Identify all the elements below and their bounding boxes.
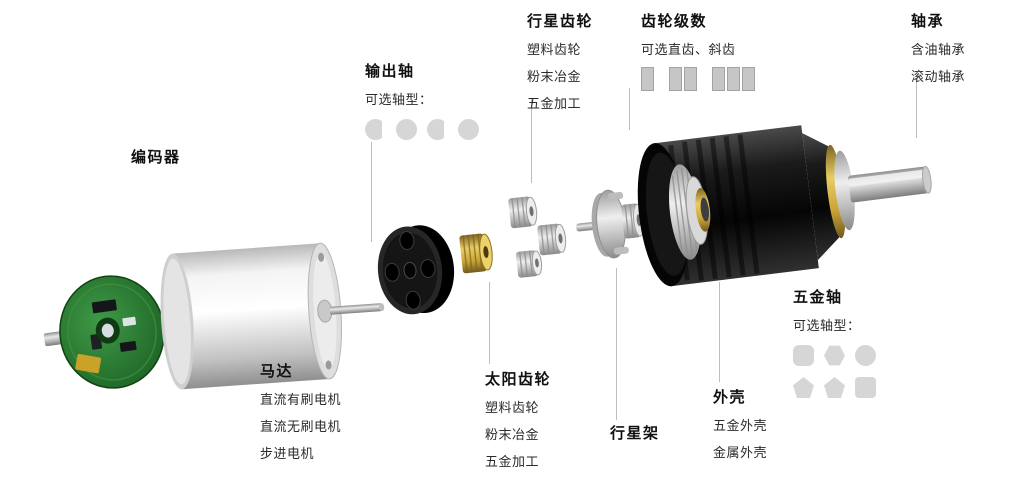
rounded-square-shaft-shape-icon [793,345,814,366]
sun-gear-option: 五金加工 [485,455,540,470]
gear-stage-rect [712,67,725,91]
circle-shaft-shape-icon [458,119,479,140]
planet-gear-option: 五金加工 [527,97,582,112]
square-shaft-shape-icon [855,377,876,398]
pentagon-shaft-shape-icon [824,377,845,398]
callout-sun-gear: 太阳齿轮 塑料齿轮 粉末冶金 五金加工 [485,368,551,470]
output-shaft-part [848,165,932,203]
gear-stage-3-icon [712,67,757,91]
gear-stage-rect [727,67,740,91]
leader-line-gear-stages [629,88,630,130]
sun-gear-label: 太阳齿轮 [485,370,552,388]
metal-shaft-shape-icons-row1 [793,345,886,366]
callout-planet-gear: 行星齿轮 塑料齿轮 粉末冶金 五金加工 [527,10,593,112]
planet-gear-label: 行星齿轮 [527,12,594,30]
d-round-shaft-shape-icon [365,119,387,140]
gear-stage-rect [742,67,755,91]
callout-planet-carrier: 行星架 [610,422,660,443]
housing-label: 外壳 [713,388,747,406]
callout-bearing: 轴承 含油轴承 滚动轴承 [911,10,965,85]
gear-stages-label: 齿轮级数 [641,12,708,30]
callout-metal-shaft: 五金轴 可选轴型： [793,286,886,398]
leader-line-planet-gear [531,98,532,183]
callout-encoder: 编码器 [131,146,181,167]
planet-carrier-label: 行星架 [610,424,660,442]
motor-option: 步进电机 [260,447,315,462]
callout-gear-stages: 齿轮级数 可选直齿、斜齿 [641,10,770,91]
leader-line-bearing [916,78,917,138]
planet-gears-part [508,196,567,278]
motor-label: 马达 [260,362,294,380]
sun-gear-option: 塑料齿轮 [485,401,540,416]
callout-motor: 马达 直流有刷电机 直流无刷电机 步进电机 [260,360,341,462]
metal-shaft-shape-icons-row2 [793,377,886,398]
output-shaft-subtitle: 可选轴型： [365,93,433,108]
housing-option: 金属外壳 [713,446,768,461]
pentagon-shaft-shape-icon [793,377,814,398]
bearing-option: 含油轴承 [911,43,966,58]
output-shaft-shape-icons [365,119,489,140]
metal-shaft-label: 五金轴 [793,288,843,306]
bearing-option: 滚动轴承 [911,70,966,85]
output-shaft-label: 输出轴 [365,62,415,80]
motor-option: 直流无刷电机 [260,420,342,435]
d-round-shaft-shape-icon [427,119,449,140]
planet-gear-option: 塑料齿轮 [527,43,582,58]
leader-line-planet-carrier [616,268,617,420]
encoder-pcb-part [43,275,165,389]
circle-shaft-shape-icon [396,119,417,140]
motor-option: 直流有刷电机 [260,393,342,408]
gear-stage-2-icon [669,67,699,91]
encoder-label: 编码器 [131,148,181,166]
hexagon-shaft-shape-icon [824,345,845,366]
gear-stage-rect [641,67,654,91]
gear-stage-rect [684,67,697,91]
gear-stage-icons [641,67,770,91]
circle-shaft-shape-icon [855,345,876,366]
leader-line-output-shaft [371,142,372,242]
gear-stage-rect [669,67,682,91]
bearing-label: 轴承 [911,12,945,30]
metal-shaft-subtitle: 可选轴型： [793,319,861,334]
end-plate-part [377,225,455,315]
housing-option: 五金外壳 [713,419,768,434]
planet-carrier-part [576,189,645,259]
leader-line-housing [719,282,720,382]
motor-body-part [160,242,385,390]
gear-stages-subtitle: 可选直齿、斜齿 [641,43,736,58]
callout-output-shaft: 输出轴 可选轴型： [365,60,489,140]
callout-housing: 外壳 五金外壳 金属外壳 [713,386,767,461]
gearbox-housing-part [637,125,932,287]
sun-gear-part [459,233,493,274]
planet-gear-option: 粉末冶金 [527,70,582,85]
sun-gear-option: 粉末冶金 [485,428,540,443]
gear-stage-1-icon [641,67,656,91]
leader-line-sun-gear [489,282,490,364]
